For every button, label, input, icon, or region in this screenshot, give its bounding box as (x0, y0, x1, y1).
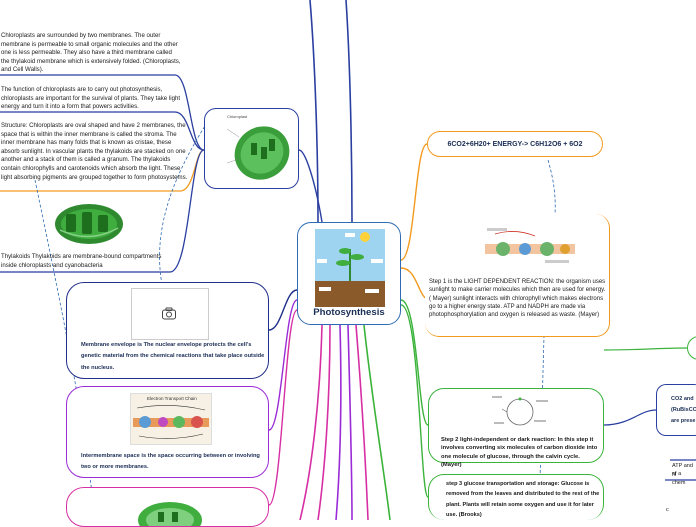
edge-text-1: CO2 and (671, 396, 694, 402)
equation-node[interactable]: 6CO2+6H20+ ENERGY-> C6H12O6 + 6O2 (427, 131, 603, 157)
step3-text: step 3 glucose transportation and storag… (446, 481, 600, 519)
left-text-membranes: Chloroplasts are surrounded by two membr… (1, 32, 181, 74)
photosynthesis-image (315, 229, 385, 307)
central-topic-photosynthesis[interactable]: Photosynthesis (297, 222, 401, 325)
step2-node[interactable] (428, 388, 604, 463)
edge-text-6: c (666, 507, 669, 513)
membrane-envelope-text: Membrane envelope is The nuclear envelop… (81, 342, 265, 371)
intermembrane-text: Intermembrane space is the space occurri… (81, 453, 260, 471)
intermembrane-space-node[interactable]: Electron Transport Chain Intermembrane s… (66, 386, 269, 478)
edge-text-5: of a chem (672, 471, 686, 486)
etc-image-caption: Electron Transport Chain (147, 396, 197, 401)
thylakoid-image (52, 200, 126, 248)
light-reaction-diagram (485, 228, 575, 263)
chloroplast-caption: Chloroplast (227, 114, 248, 119)
edge-node-co2[interactable]: CO2 and (RuBisCO are prese (656, 384, 696, 436)
membrane-envelope-node[interactable]: Membrane envelope is The nuclear envelop… (66, 282, 269, 379)
chloroplast-image (226, 126, 290, 180)
chloroplast-node[interactable]: Chloroplast (204, 108, 299, 189)
image-placeholder (131, 288, 209, 340)
left-text-function: The function of chloroplasts are to carr… (1, 86, 181, 111)
step3-node[interactable] (428, 474, 604, 520)
central-topic-title: Photosynthesis (313, 307, 385, 318)
step1-text: Step 1 is the LIGHT DEPENDENT REACTION: … (429, 279, 606, 319)
edge-text-4: ATP and N (672, 463, 693, 478)
step1-node[interactable] (425, 214, 610, 337)
chloroplast-thumbnail (138, 502, 202, 526)
etc-image: Electron Transport Chain (130, 393, 212, 445)
calvin-cycle-diagram (492, 396, 548, 426)
left-text-thylakoids: Thylakoids Thylakoids are membrane-bound… (1, 253, 162, 269)
bottom-chloroplast-node[interactable] (66, 487, 269, 527)
edge-text-2: (RuBisCO (671, 407, 696, 413)
camera-icon (162, 307, 176, 320)
left-text-structure: Structure: Chloroplasts are oval shaped … (1, 122, 188, 181)
edge-text-3: are prese (671, 418, 696, 424)
step2-text: Step 2 light-independent or dark reactio… (441, 437, 598, 469)
